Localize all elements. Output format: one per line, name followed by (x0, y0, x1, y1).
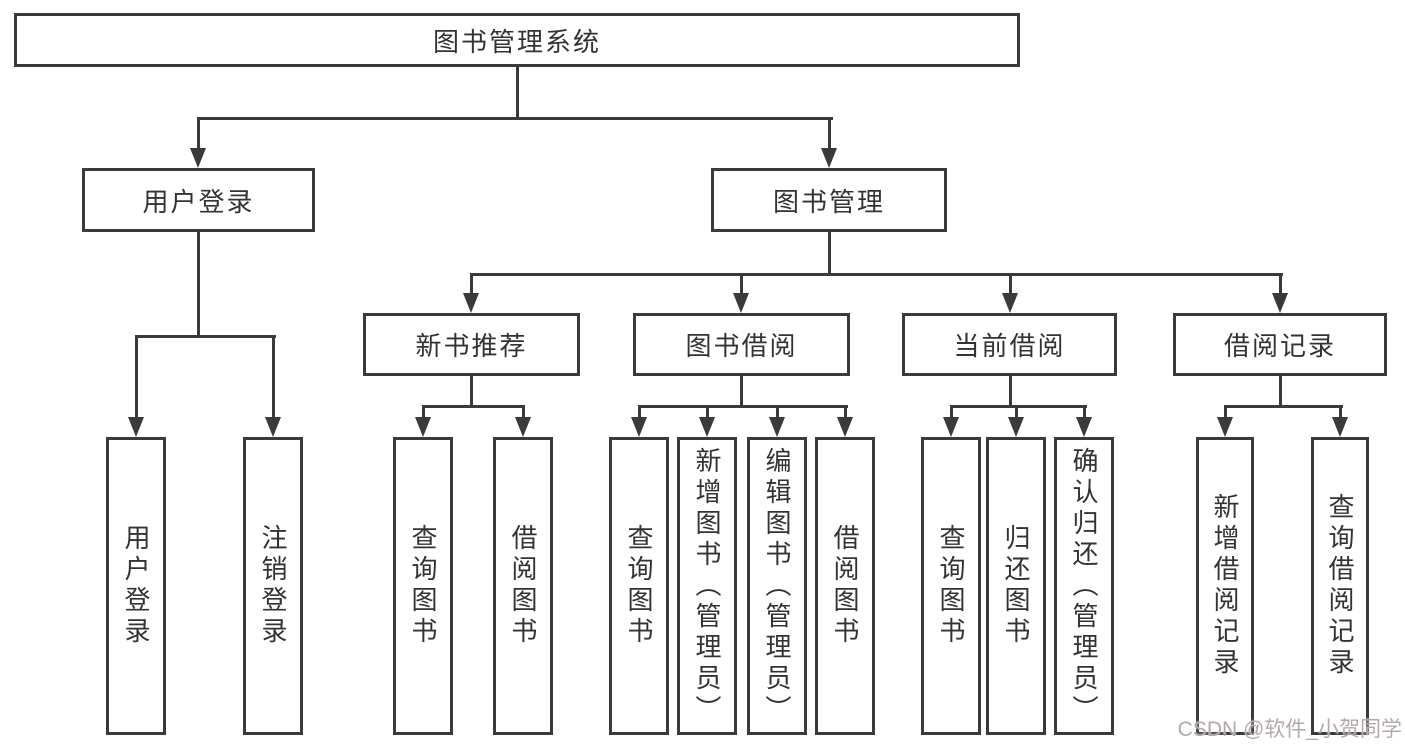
connector-line (1224, 405, 1343, 408)
connector-line (638, 405, 641, 421)
connector-line (1279, 376, 1282, 406)
leaf-logout: 注销登录 (243, 437, 303, 735)
arrow-down-icon (1008, 417, 1024, 437)
arrow-down-icon (1217, 417, 1233, 437)
node-book-management: 图书管理 (711, 168, 947, 232)
connector-line (470, 273, 473, 295)
connector-line (516, 67, 519, 117)
arrow-down-icon (1272, 293, 1288, 313)
leaf-user-login: 用户登录 (106, 437, 166, 735)
connector-line (638, 405, 848, 408)
arrow-down-icon (415, 417, 431, 437)
connector-line (422, 405, 425, 421)
leaf-query-books-recommend: 查询图书 (393, 437, 453, 735)
arrow-down-icon (837, 417, 853, 437)
leaf-return-book: 归还图书 (986, 437, 1046, 735)
connector-line (1224, 405, 1227, 421)
connector-line (135, 335, 138, 419)
arrow-down-icon (515, 417, 531, 437)
leaf-confirm-return-admin: 确认归还（管理员） (1054, 437, 1114, 735)
connector-line (422, 405, 525, 408)
connector-line (197, 117, 200, 151)
connector-line (470, 273, 1283, 276)
connector-line (1083, 405, 1086, 421)
connector-line (1009, 376, 1012, 406)
connector-line (522, 405, 525, 421)
leaf-query-books-borrow: 查询图书 (609, 437, 669, 735)
leaf-borrow-books: 借阅图书 (815, 437, 875, 735)
connector-line (740, 273, 743, 295)
watermark-text: CSDN @软件_小贺同学 (1177, 718, 1402, 741)
connector-line (1015, 405, 1018, 421)
arrow-down-icon (463, 293, 479, 313)
connector-line (828, 232, 831, 274)
arrow-down-icon (699, 417, 715, 437)
connector-line (272, 335, 275, 419)
node-new-book-recommend: 新书推荐 (363, 313, 580, 376)
node-borrow-records: 借阅记录 (1173, 313, 1387, 376)
arrow-down-icon (128, 417, 144, 437)
node-current-borrow: 当前借阅 (902, 313, 1117, 376)
leaf-borrow-books-recommend: 借阅图书 (493, 437, 553, 735)
leaf-add-book-admin: 新增图书（管理员） (677, 437, 737, 735)
arrow-down-icon (1076, 417, 1092, 437)
connector-line (197, 117, 833, 120)
leaf-edit-book-admin: 编辑图书（管理员） (747, 437, 807, 735)
arrow-down-icon (733, 293, 749, 313)
arrow-down-icon (943, 417, 959, 437)
arrow-down-icon (1332, 417, 1348, 437)
arrow-down-icon (190, 148, 206, 168)
connector-line (1339, 405, 1342, 421)
node-user-login: 用户登录 (82, 168, 315, 232)
node-book-borrow: 图书借阅 (633, 313, 850, 376)
connector-line (135, 335, 276, 338)
node-library-system: 图书管理系统 (14, 13, 1020, 67)
connector-line (470, 376, 473, 406)
leaf-query-borrow-record: 查询借阅记录 (1311, 437, 1369, 735)
connector-line (706, 405, 709, 421)
connector-line (828, 117, 831, 151)
arrow-down-icon (769, 417, 785, 437)
connector-line (844, 405, 847, 421)
arrow-down-icon (265, 417, 281, 437)
connector-line (950, 405, 953, 421)
connector-line (1279, 273, 1282, 295)
connector-line (197, 232, 200, 336)
arrow-down-icon (631, 417, 647, 437)
connector-line (1009, 273, 1012, 295)
connector-line (950, 405, 1087, 408)
leaf-add-borrow-record: 新增借阅记录 (1196, 437, 1254, 735)
connector-line (776, 405, 779, 421)
arrow-down-icon (821, 148, 837, 168)
connector-line (740, 376, 743, 406)
arrow-down-icon (1002, 293, 1018, 313)
leaf-query-books-current: 查询图书 (921, 437, 981, 735)
